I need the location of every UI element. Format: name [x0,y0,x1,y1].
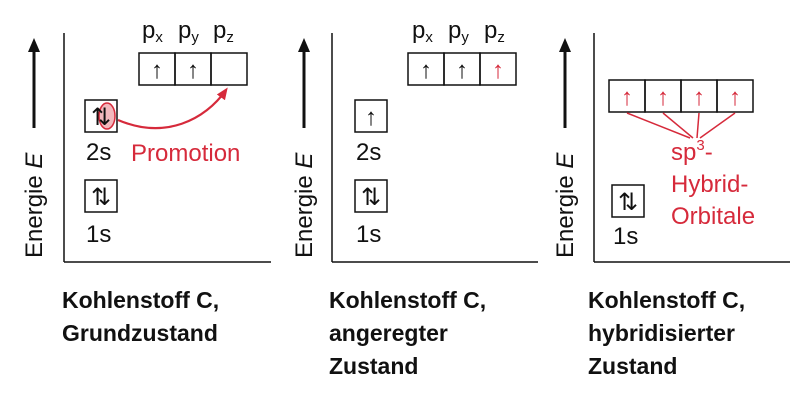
orbital-box-1s-1 [84,179,118,213]
orbital-label-1s-2: 1s [356,221,381,248]
electron-up-py-2: ↑ [456,57,468,84]
pointer-line-2 [662,112,694,139]
orbital-label-1s-3: 1s [613,223,638,250]
orbital-label-pz-1: pz [213,17,234,46]
pointer-line-4 [699,112,736,139]
energy-axis-label-2: Energie E [291,152,318,258]
caption-line: Kohlenstoff C, [62,287,220,313]
electron-up-sp3-4: ↑ [729,84,741,111]
energy-axis-label-3: Energie E [552,152,579,258]
caption-line: hybridisierter [588,320,735,346]
panel-hybridized-state: Energie E ↑ ↑ ↑ ↑ sp3- Hybrid- Orbitale … [552,33,790,263]
caption-ground-state: Kohlenstoff C, Grundzustand [62,284,219,350]
panel-ground-state: Energie E px py pz ↑ ↑ ⇅ 2s Promotion ⇅ … [21,17,271,263]
caption-excited-state: Kohlenstoff C, angeregter Zustand [329,284,486,383]
orbital-label-2s-2: 2s [356,139,381,166]
orbital-box-pz-1 [210,52,248,86]
caption-line: Zustand [329,353,419,379]
orbital-label-py-1: py [178,17,199,46]
orbital-label-px-2: px [412,17,433,46]
electron-up-px-1: ↑ [151,57,163,84]
orbital-box-pz-2 [479,52,517,86]
promotion-highlight [98,102,116,130]
orbital-box-1s-3 [611,184,645,218]
electron-pair-1s-1: ⇅ [91,184,111,211]
electron-up-sp3-2: ↑ [657,84,669,111]
orbital-box-2s-2 [354,99,388,133]
orbital-label-1s-1: 1s [86,221,111,248]
electron-pair-1s-2: ⇅ [361,184,381,211]
orbital-label-px-1: px [142,17,163,46]
electron-pair-2s-1: ⇅ [91,104,111,131]
hybrid-label-line2: Hybrid- [671,171,748,198]
electron-up-pz-2: ↑ [492,57,504,84]
caption-hybridized-state: Kohlenstoff C, hybridisierter Zustand [588,284,745,383]
pointer-line-1 [626,112,691,139]
electron-pair-1s-3: ⇅ [618,189,638,216]
energy-axis-label-1: Energie E [21,152,48,258]
sp3-hybrid-label: sp3- [671,137,713,166]
orbital-label-py-2: py [448,17,469,46]
energy-axis-arrowhead-2 [298,38,310,52]
hybrid-label-line3: Orbitale [671,203,755,230]
promotion-label: Promotion [131,140,240,167]
orbital-label-2s-1: 2s [86,139,111,166]
orbital-box-sp3-4 [716,79,754,113]
energy-axis-arrowhead-3 [559,38,571,52]
orbital-label-pz-2: pz [484,17,505,46]
electron-up-2s-2: ↑ [365,104,377,131]
caption-line: Kohlenstoff C, [588,287,746,313]
caption-line: angeregter [329,320,448,346]
electron-up-sp3-3: ↑ [693,84,705,111]
energy-axis-arrowhead-1 [28,38,40,52]
orbital-box-1s-2 [354,179,388,213]
pointer-line-3 [696,112,700,139]
electron-up-sp3-1: ↑ [621,84,633,111]
caption-line: Grundzustand [62,320,218,346]
electron-up-py-1: ↑ [187,57,199,84]
orbital-box-2s-1 [84,99,118,133]
promotion-arrow [117,87,228,130]
caption-line: Zustand [588,353,678,379]
electron-up-px-2: ↑ [420,57,432,84]
panel-excited-state: Energie E px py pz ↑ ↑ ↑ ↑ 2s ⇅ 1s [291,17,538,263]
caption-line: Kohlenstoff C, [329,287,487,313]
